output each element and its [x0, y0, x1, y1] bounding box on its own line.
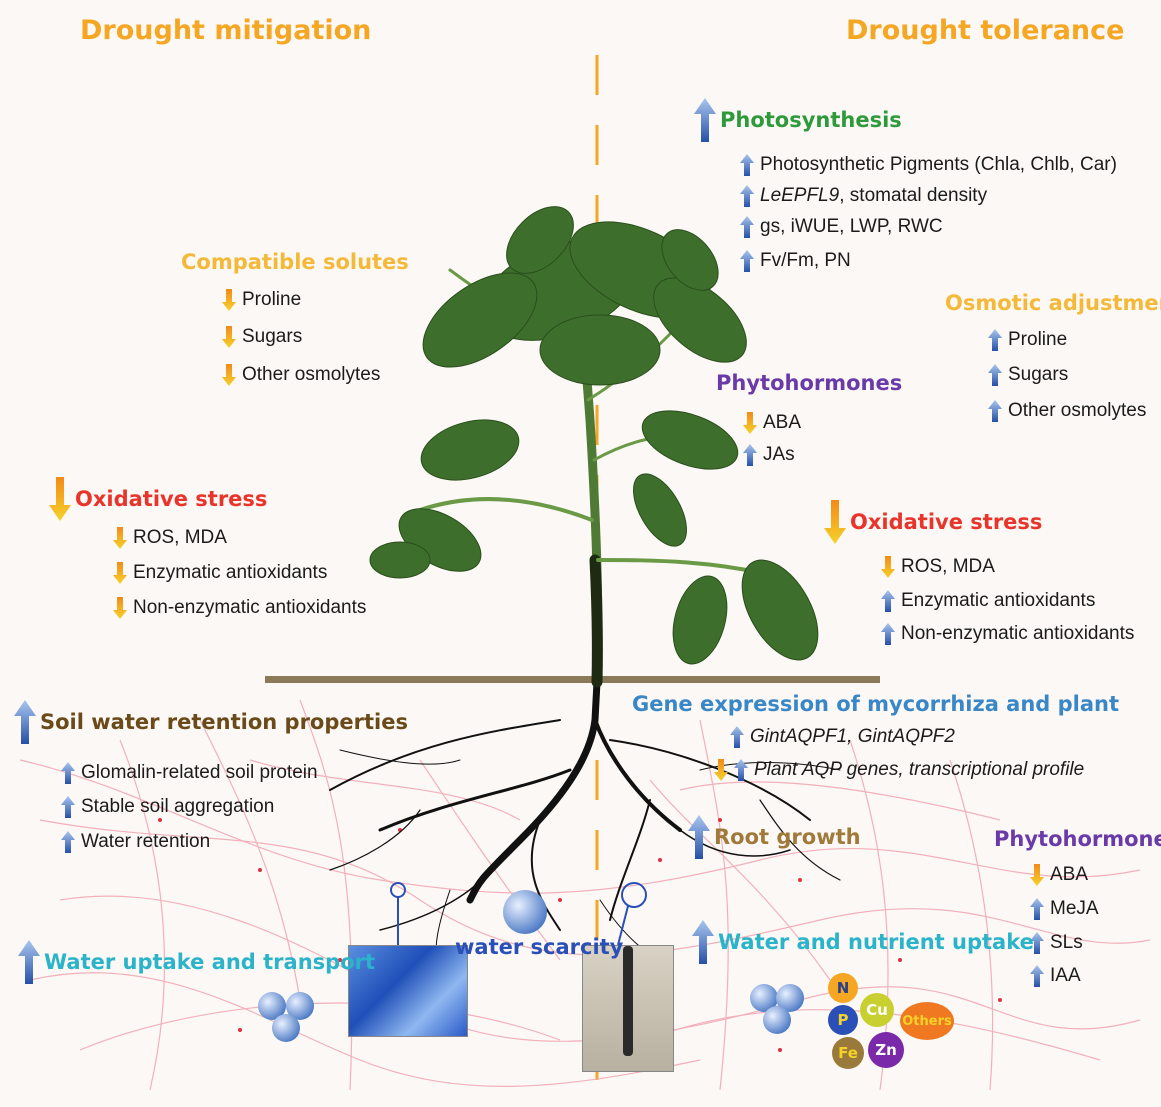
nutrient-others: Others — [900, 1002, 954, 1040]
compatible-solutes-title: Compatible solutes — [181, 250, 409, 274]
up-arrow-icon — [988, 329, 1002, 351]
big-down-arrow-icon — [49, 477, 71, 521]
list-item: MeJA — [1030, 898, 1099, 920]
up-arrow-icon — [988, 364, 1002, 386]
list-item: ROS, MDA — [113, 527, 227, 549]
root-growth-group: Root growth — [688, 815, 861, 859]
big-up-arrow-icon — [692, 920, 714, 964]
soil-surface-line — [265, 676, 880, 683]
water-uptake-title: Water uptake and transport — [44, 950, 375, 974]
list-item: Proline — [988, 329, 1067, 351]
list-item: ABA — [1030, 864, 1088, 886]
list-item: Water retention — [61, 831, 210, 853]
nutrient-zn: Zn — [868, 1032, 904, 1068]
up-arrow-icon — [988, 400, 1002, 422]
list-item: gs, iWUE, LWP, RWC — [740, 216, 943, 238]
down-arrow-icon — [113, 527, 127, 549]
gene-expression-title: Gene expression of mycorrhiza and plant — [632, 692, 1119, 716]
list-item: Enzymatic antioxidants — [881, 590, 1095, 612]
oxidative-stress-left-title: Oxidative stress — [75, 487, 267, 511]
list-item: Proline — [222, 289, 301, 311]
down-arrow-icon — [222, 364, 236, 386]
down-arrow-icon — [714, 759, 728, 781]
nutrient-uptake-group: Water and nutrient uptake — [692, 920, 1034, 964]
osmotic-adjustment-title: Osmotic adjustment — [945, 291, 1161, 315]
list-item: Non-enzymatic antioxidants — [113, 597, 366, 619]
nutrient-n: N — [828, 973, 858, 1003]
oxidative-stress-right-group: Oxidative stress — [824, 500, 1042, 544]
nutrient-cu: Cu — [860, 993, 894, 1027]
list-item: Non-enzymatic antioxidants — [881, 623, 1134, 645]
up-arrow-icon — [740, 250, 754, 272]
soil-water-group: Soil water retention properties — [14, 700, 408, 744]
water-uptake-group: Water uptake and transport — [18, 940, 375, 984]
list-item: Other osmolytes — [988, 400, 1146, 422]
nutrient-fe: Fe — [832, 1037, 864, 1069]
up-arrow-icon — [1030, 898, 1044, 920]
list-item: Plant AQP genes, transcriptional profile — [714, 759, 1084, 781]
up-arrow-icon — [740, 154, 754, 176]
up-arrow-icon — [61, 796, 75, 818]
big-up-arrow-icon — [14, 700, 36, 744]
list-item: Sugars — [222, 326, 302, 348]
down-arrow-icon — [743, 412, 757, 434]
header-drought-mitigation: Drought mitigation — [80, 15, 371, 46]
big-down-arrow-icon — [824, 500, 846, 544]
up-arrow-icon — [740, 216, 754, 238]
down-arrow-icon — [113, 562, 127, 584]
water-scarcity-label: water scarcity — [455, 935, 623, 959]
list-item: IAA — [1030, 965, 1081, 987]
list-item: ABA — [743, 412, 801, 434]
phytohormones-shoot-title: Phytohormones — [716, 371, 902, 395]
down-arrow-icon — [881, 556, 895, 578]
photosynthesis-title: Photosynthesis — [720, 108, 902, 132]
phytohormones-root-title: Phytohormones — [994, 827, 1161, 851]
big-up-arrow-icon — [18, 940, 40, 984]
root-growth-title: Root growth — [714, 825, 861, 849]
list-item: Enzymatic antioxidants — [113, 562, 327, 584]
up-arrow-icon — [61, 762, 75, 784]
photosynthesis-group: Photosynthesis — [694, 98, 902, 142]
up-arrow-icon — [881, 590, 895, 612]
down-arrow-icon — [1030, 864, 1044, 886]
list-item: LeEPFL9, stomatal density — [740, 185, 987, 207]
up-arrow-icon — [881, 623, 895, 645]
list-item: JAs — [743, 444, 795, 466]
oxidative-stress-right-title: Oxidative stress — [850, 510, 1042, 534]
big-up-arrow-icon — [694, 98, 716, 142]
root-micrograph — [582, 945, 674, 1072]
list-item: Fv/Fm, PN — [740, 250, 851, 272]
list-item: ROS, MDA — [881, 556, 995, 578]
list-item: Sugars — [988, 364, 1068, 386]
list-item: Photosynthetic Pigments (Chla, Chlb, Car… — [740, 154, 1117, 176]
oxidative-stress-left-group: Oxidative stress — [49, 477, 267, 521]
down-arrow-icon — [113, 597, 127, 619]
list-item: SLs — [1030, 932, 1083, 954]
up-arrow-icon — [743, 444, 757, 466]
list-item: Glomalin-related soil protein — [61, 762, 318, 784]
up-arrow-icon — [734, 759, 748, 781]
down-arrow-icon — [222, 289, 236, 311]
list-item: GintAQPF1, GintAQPF2 — [730, 726, 955, 748]
up-arrow-icon — [730, 726, 744, 748]
up-arrow-icon — [61, 831, 75, 853]
list-item: Other osmolytes — [222, 364, 380, 386]
soil-water-title: Soil water retention properties — [40, 710, 408, 734]
nutrient-p: P — [828, 1005, 858, 1035]
up-arrow-icon — [740, 185, 754, 207]
header-drought-tolerance: Drought tolerance — [846, 15, 1124, 46]
down-arrow-icon — [222, 326, 236, 348]
up-arrow-icon — [1030, 965, 1044, 987]
nutrient-uptake-title: Water and nutrient uptake — [718, 930, 1034, 954]
list-item: Stable soil aggregation — [61, 796, 274, 818]
big-up-arrow-icon — [688, 815, 710, 859]
